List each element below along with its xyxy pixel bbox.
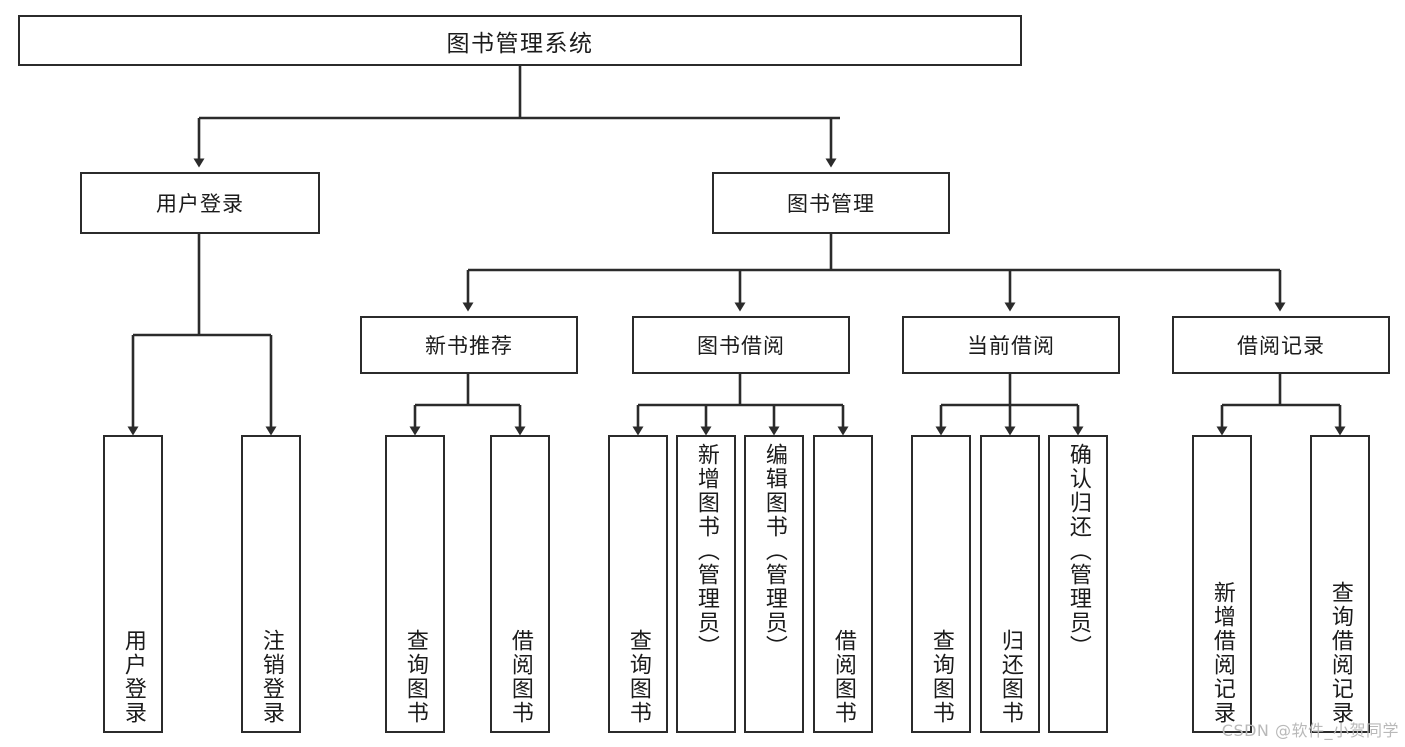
node-label: 确认归还（管理员） xyxy=(1065,443,1091,659)
node-label: 查询图书 xyxy=(625,629,651,725)
node-label: 当前借阅 xyxy=(967,334,1055,358)
node-leaf-user-login[interactable]: 用户登录 xyxy=(103,435,163,733)
node-label: 图书管理系统 xyxy=(446,30,594,57)
node-new-book-recommend[interactable]: 新书推荐 xyxy=(360,316,578,374)
node-leaf-return-book[interactable]: 归还图书 xyxy=(980,435,1040,733)
node-book-management[interactable]: 图书管理 xyxy=(712,172,950,234)
node-label: 查询图书 xyxy=(928,629,954,725)
node-borrow-record[interactable]: 借阅记录 xyxy=(1172,316,1390,374)
node-label: 编辑图书（管理员） xyxy=(761,443,787,659)
node-label: 借阅图书 xyxy=(830,629,856,725)
node-label: 查询借阅记录 xyxy=(1327,581,1353,725)
node-leaf-add-book[interactable]: 新增图书（管理员） xyxy=(676,435,736,733)
node-leaf-borrow-book-2[interactable]: 借阅图书 xyxy=(813,435,873,733)
node-label: 借阅图书 xyxy=(507,629,533,725)
node-user-login[interactable]: 用户登录 xyxy=(80,172,320,234)
node-leaf-edit-book[interactable]: 编辑图书（管理员） xyxy=(744,435,804,733)
node-label: 图书借阅 xyxy=(697,334,785,358)
watermark-text: CSDN @软件_小贺同学 xyxy=(1221,721,1399,740)
node-label: 用户登录 xyxy=(120,629,146,725)
node-label: 图书管理 xyxy=(787,192,875,216)
node-leaf-query-book-1[interactable]: 查询图书 xyxy=(385,435,445,733)
node-leaf-borrow-book-1[interactable]: 借阅图书 xyxy=(490,435,550,733)
node-label: 借阅记录 xyxy=(1237,334,1325,358)
node-system-root[interactable]: 图书管理系统 xyxy=(18,15,1022,66)
node-label: 用户登录 xyxy=(156,192,244,216)
node-leaf-add-record[interactable]: 新增借阅记录 xyxy=(1192,435,1252,733)
node-label: 查询图书 xyxy=(402,629,428,725)
node-label: 注销登录 xyxy=(258,629,284,725)
node-label: 归还图书 xyxy=(997,629,1023,725)
node-leaf-query-book-3[interactable]: 查询图书 xyxy=(911,435,971,733)
node-label: 新增借阅记录 xyxy=(1209,581,1235,725)
node-leaf-user-logout[interactable]: 注销登录 xyxy=(241,435,301,733)
node-label: 新书推荐 xyxy=(425,334,513,358)
node-book-borrow[interactable]: 图书借阅 xyxy=(632,316,850,374)
node-label: 新增图书（管理员） xyxy=(693,443,719,659)
node-leaf-query-book-2[interactable]: 查询图书 xyxy=(608,435,668,733)
node-current-borrow[interactable]: 当前借阅 xyxy=(902,316,1120,374)
node-leaf-query-record[interactable]: 查询借阅记录 xyxy=(1310,435,1370,733)
node-leaf-confirm-return[interactable]: 确认归还（管理员） xyxy=(1048,435,1108,733)
